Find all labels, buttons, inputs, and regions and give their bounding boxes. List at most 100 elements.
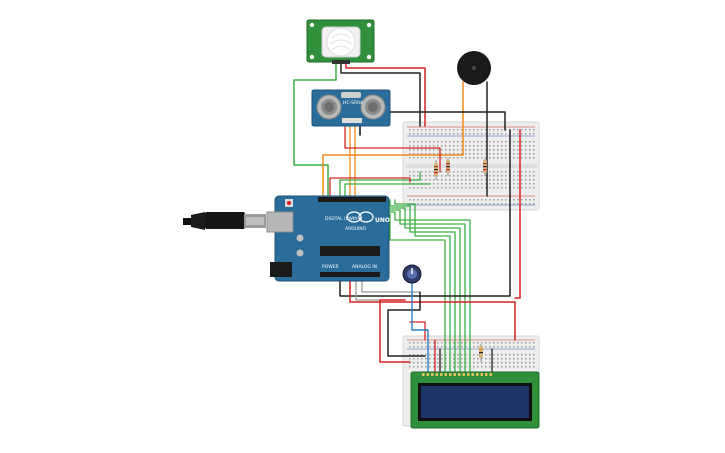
breadboard-hole[interactable] [429,342,431,344]
breadboard-hole[interactable] [433,203,435,205]
breadboard-hole[interactable] [481,203,483,205]
breadboard-hole[interactable] [525,203,527,205]
breadboard-hole[interactable] [421,171,423,173]
breadboard-hole[interactable] [477,153,479,155]
breadboard-hole[interactable] [513,145,515,147]
breadboard-hole[interactable] [533,366,535,368]
breadboard-hole[interactable] [521,342,523,344]
breadboard-hole[interactable] [485,179,487,181]
breadboard-hole[interactable] [433,149,435,151]
breadboard-hole[interactable] [485,346,487,348]
breadboard-hole[interactable] [485,358,487,360]
breadboard-hole[interactable] [497,157,499,159]
breadboard-hole[interactable] [469,171,471,173]
breadboard-hole[interactable] [481,133,483,135]
breadboard-hole[interactable] [493,346,495,348]
breadboard-hole[interactable] [529,187,531,189]
breadboard-hole[interactable] [433,354,435,356]
breadboard-top[interactable] [402,121,540,211]
breadboard-hole[interactable] [469,153,471,155]
breadboard-hole[interactable] [457,141,459,143]
breadboard-hole[interactable] [533,129,535,131]
breadboard-hole[interactable] [409,187,411,189]
breadboard-hole[interactable] [493,149,495,151]
resistor-4[interactable] [479,344,483,362]
breadboard-hole[interactable] [465,141,467,143]
breadboard-hole[interactable] [489,149,491,151]
breadboard-hole[interactable] [453,171,455,173]
breadboard-hole[interactable] [525,199,527,201]
breadboard-hole[interactable] [505,157,507,159]
breadboard-hole[interactable] [525,175,527,177]
breadboard-hole[interactable] [445,153,447,155]
breadboard-hole[interactable] [497,362,499,364]
breadboard-hole[interactable] [465,346,467,348]
breadboard-hole[interactable] [497,187,499,189]
breadboard-hole[interactable] [461,366,463,368]
breadboard-hole[interactable] [433,358,435,360]
breadboard-hole[interactable] [485,354,487,356]
breadboard-hole[interactable] [465,133,467,135]
breadboard-hole[interactable] [529,342,531,344]
breadboard-hole[interactable] [469,133,471,135]
breadboard-hole[interactable] [533,171,535,173]
breadboard-hole[interactable] [465,187,467,189]
breadboard-hole[interactable] [513,366,515,368]
breadboard-hole[interactable] [413,171,415,173]
breadboard-hole[interactable] [425,354,427,356]
breadboard-hole[interactable] [477,171,479,173]
lcd-pin[interactable] [444,373,448,376]
breadboard-hole[interactable] [457,157,459,159]
potentiometer[interactable] [402,264,422,284]
breadboard-hole[interactable] [533,145,535,147]
breadboard-hole[interactable] [529,171,531,173]
breadboard-hole[interactable] [525,141,527,143]
breadboard-hole[interactable] [469,179,471,181]
breadboard-hole[interactable] [533,203,535,205]
breadboard-hole[interactable] [465,175,467,177]
breadboard-hole[interactable] [477,203,479,205]
breadboard-hole[interactable] [437,366,439,368]
breadboard-hole[interactable] [473,171,475,173]
breadboard-hole[interactable] [493,153,495,155]
breadboard-hole[interactable] [529,149,531,151]
breadboard-hole[interactable] [429,346,431,348]
buzzer[interactable] [457,51,491,85]
breadboard-hole[interactable] [445,187,447,189]
breadboard-hole[interactable] [497,346,499,348]
breadboard-hole[interactable] [493,358,495,360]
breadboard-hole[interactable] [533,187,535,189]
breadboard-hole[interactable] [409,346,411,348]
breadboard-hole[interactable] [433,342,435,344]
breadboard-hole[interactable] [409,366,411,368]
breadboard-hole[interactable] [517,346,519,348]
breadboard-hole[interactable] [473,187,475,189]
breadboard-hole[interactable] [469,141,471,143]
breadboard-hole[interactable] [433,157,435,159]
breadboard-hole[interactable] [521,362,523,364]
breadboard-hole[interactable] [421,203,423,205]
breadboard-hole[interactable] [437,149,439,151]
breadboard-hole[interactable] [521,171,523,173]
breadboard-hole[interactable] [445,199,447,201]
breadboard-hole[interactable] [481,183,483,185]
breadboard-hole[interactable] [465,145,467,147]
breadboard-hole[interactable] [421,149,423,151]
breadboard-hole[interactable] [445,346,447,348]
breadboard-hole[interactable] [421,179,423,181]
breadboard-hole[interactable] [497,179,499,181]
breadboard-hole[interactable] [441,141,443,143]
breadboard-hole[interactable] [445,366,447,368]
breadboard-hole[interactable] [493,354,495,356]
breadboard-hole[interactable] [517,175,519,177]
breadboard-hole[interactable] [437,153,439,155]
breadboard-hole[interactable] [413,199,415,201]
breadboard-hole[interactable] [461,129,463,131]
breadboard-hole[interactable] [517,187,519,189]
breadboard-hole[interactable] [469,145,471,147]
breadboard-hole[interactable] [461,358,463,360]
breadboard-hole[interactable] [525,366,527,368]
breadboard-hole[interactable] [533,362,535,364]
breadboard-hole[interactable] [457,199,459,201]
breadboard-hole[interactable] [453,149,455,151]
